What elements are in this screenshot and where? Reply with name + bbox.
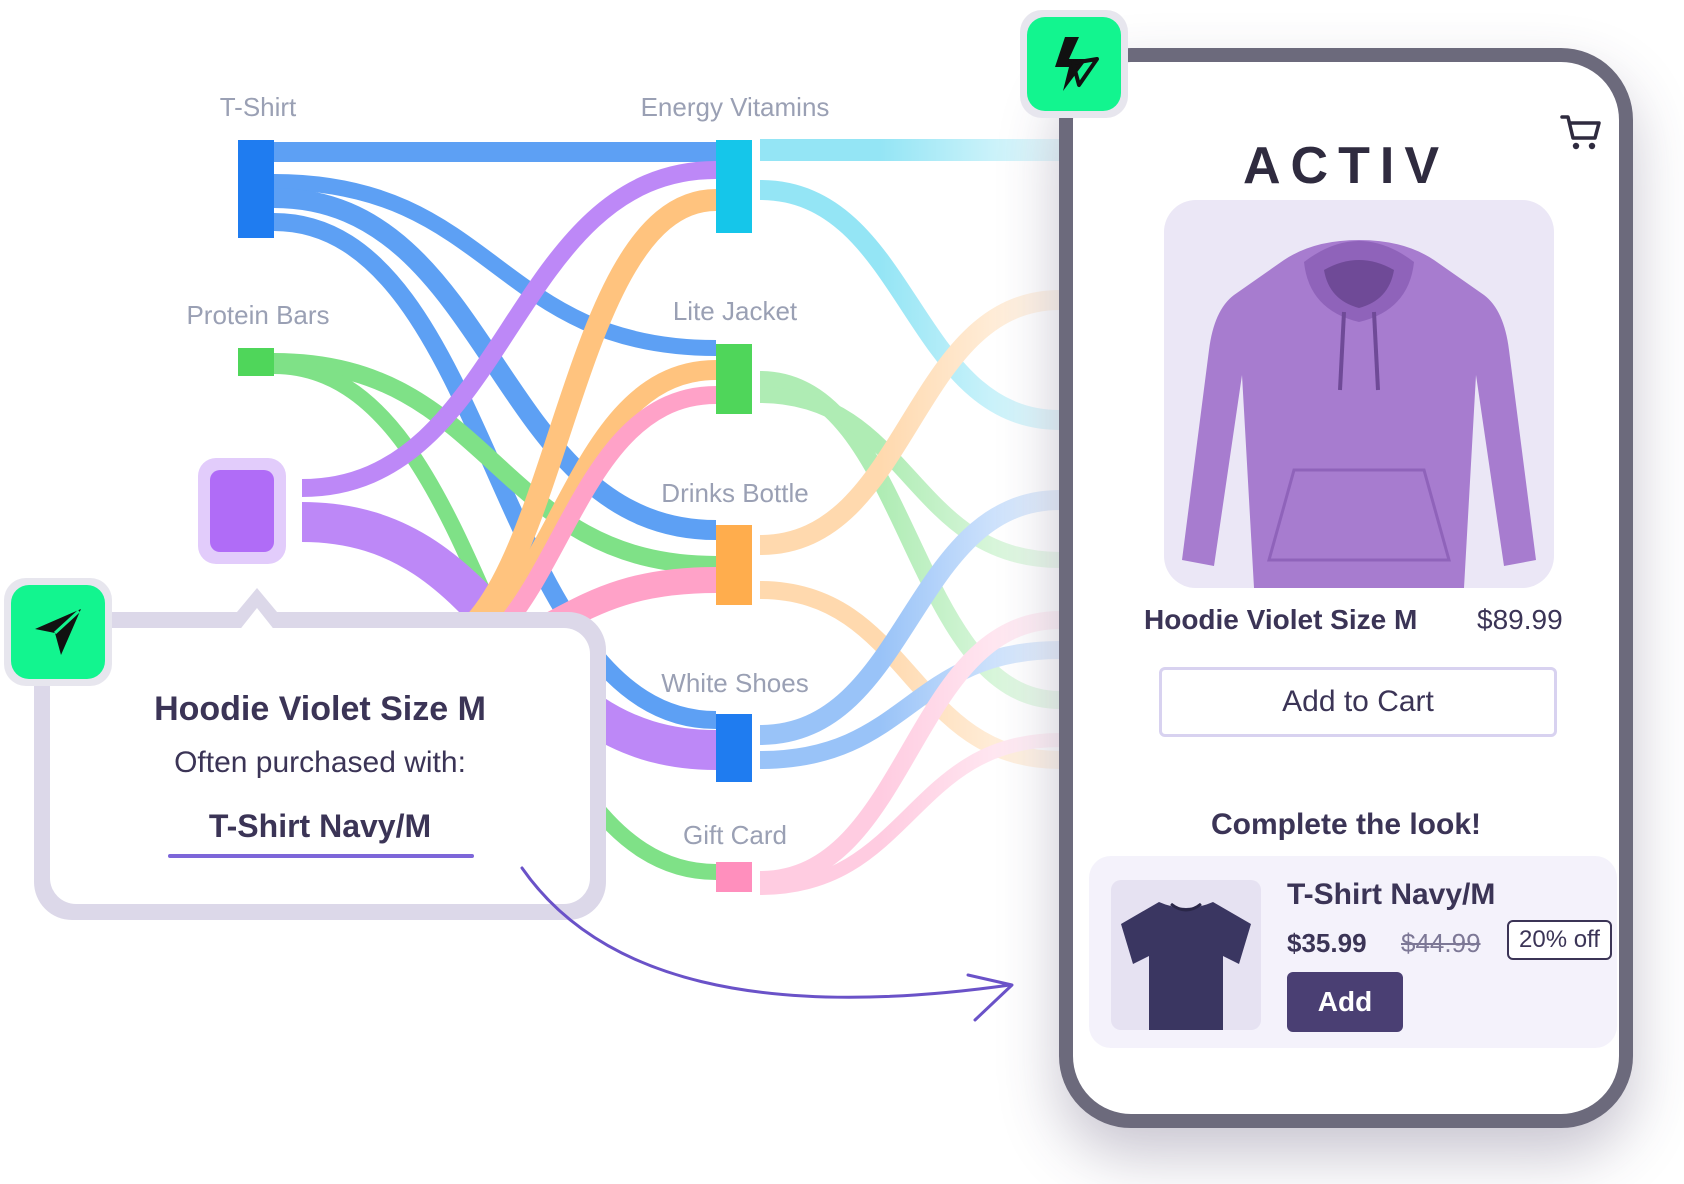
flow-node-lite-jacket[interactable] — [716, 344, 752, 414]
recommendation-old-price: $44.99 — [1401, 928, 1481, 958]
phone-mockup: ACTIV Hoodie Violet Size M $89.99 Add to… — [1059, 48, 1633, 1128]
flow-node-t-shirt[interactable] — [238, 140, 274, 238]
product-name: Hoodie Violet Size M — [1144, 604, 1418, 635]
node-label-lite-jacket: Lite Jacket — [672, 296, 798, 326]
phone-badge — [1020, 10, 1128, 118]
cart-icon[interactable] — [1559, 110, 1603, 154]
recommendation-card: T-Shirt Navy/M $35.99 $44.99 20% off Add — [1089, 856, 1617, 1048]
recommendation-name: T-Shirt Navy/M — [1287, 878, 1496, 911]
flow-link-1 — [273, 174, 717, 356]
popup-product-link[interactable]: T-Shirt Navy/M — [208, 808, 432, 844]
flow-node-hoodie[interactable] — [210, 470, 274, 552]
flow-node-gift-card[interactable] — [716, 862, 752, 892]
flow-node-energy-vitamins[interactable] — [716, 140, 752, 233]
flow-node-protein-bars[interactable] — [238, 348, 274, 376]
lightning-bolt-icon — [1055, 37, 1099, 91]
node-label-drinks-bottle: Drinks Bottle — [661, 478, 809, 508]
flow-link-6 — [301, 161, 717, 497]
node-label-t-shirt: T-Shirt — [219, 92, 297, 122]
node-label-gift-card: Gift Card — [682, 820, 788, 850]
popup-title: Hoodie Violet Size M — [154, 690, 486, 728]
phone-badge-inner — [1027, 17, 1121, 111]
hoodie-image — [1182, 240, 1536, 588]
brand-logo: ACTIV — [1243, 137, 1449, 195]
product-price: $89.99 — [1477, 604, 1563, 635]
node-label-protein-bars: Protein Bars — [186, 300, 330, 330]
node-label-white-shoes: White Shoes — [661, 668, 809, 698]
flow-node-drinks-bottle[interactable] — [716, 525, 752, 605]
flow-node-white-shoes[interactable] — [716, 714, 752, 782]
complete-the-look-heading: Complete the look! — [1210, 808, 1481, 841]
recommendation-popup: Hoodie Violet Size M Often purchased wit… — [34, 612, 606, 920]
node-label-energy-vitamins: Energy Vitamins — [640, 92, 830, 122]
popup-link-underline — [168, 854, 474, 858]
add-recommendation-button[interactable]: Add — [1287, 972, 1403, 1032]
product-image — [1164, 200, 1554, 588]
flow-link-4 — [273, 353, 717, 574]
popup-badge-inner — [11, 585, 105, 679]
popup-subtitle: Often purchased with: — [174, 746, 466, 779]
popup-pointer-inner — [238, 608, 276, 632]
popup-badge — [4, 578, 112, 686]
navigation-arrow-icon — [35, 609, 81, 655]
add-to-cart-button[interactable]: Add to Cart — [1159, 667, 1557, 737]
popup-content: Hoodie Violet Size M Often purchased wit… — [50, 628, 590, 904]
tshirt-image — [1121, 902, 1251, 1030]
recommendation-price: $35.99 — [1287, 928, 1367, 958]
discount-badge: 20% off — [1507, 920, 1612, 960]
recommendation-image — [1111, 880, 1261, 1030]
